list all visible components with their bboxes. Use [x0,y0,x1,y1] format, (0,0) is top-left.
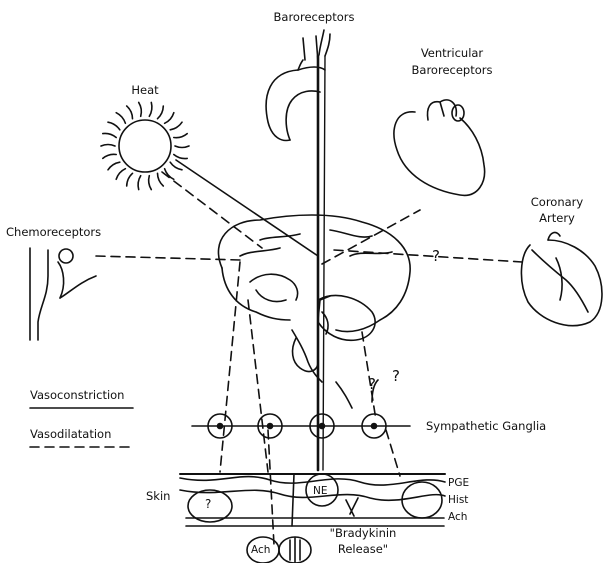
aortic-arch-drawing [266,30,330,140]
skin-label: Skin [146,489,170,503]
sun-ray [116,169,125,180]
sun-ray [103,154,116,158]
sun-ray [139,102,142,116]
sun-ray [108,122,120,130]
bradykinin-label-line2: Release" [318,542,408,556]
ventricular-heart-drawing [394,100,485,195]
ach-bottom-label: Ach [251,543,270,557]
question-mark-left: ? [368,375,376,393]
sun-ray [149,102,152,116]
brain-drawing [218,215,410,382]
hist-label: Hist [448,493,468,507]
sympathetic-ganglia-label: Sympathetic Ganglia [426,419,546,433]
sun-ray [138,176,141,190]
vasodilatation-legend: Vasodilatation [30,427,111,441]
pge-label: PGE [448,476,469,490]
sun-ray [149,176,152,190]
sun-ray [127,173,133,186]
question-mark-skin: ? [205,497,211,511]
carotid-chemoreceptor-drawing [30,248,96,340]
chemoreceptors-label: Chemoreceptors [6,225,101,239]
sun-ray [170,122,182,130]
sun-ray [101,145,115,147]
heat-label: Heat [120,83,170,97]
baroreceptors-label: Baroreceptors [252,10,376,24]
vasoconstriction-legend: Vasoconstriction [30,388,124,402]
sun-ray [116,113,125,124]
question-mark-right: ? [392,367,400,385]
sun-ray [158,173,164,186]
sun-ray [165,113,174,124]
sun-ray [127,106,133,119]
sun-ray [158,106,164,119]
sun-ray [103,133,116,137]
bradykinin-label-line1: "Bradykinin [318,526,408,540]
sun-ray [108,162,120,170]
sun-ray [175,146,189,148]
skin-layers-drawing [180,474,445,526]
coronary-label-line1: Coronary [522,195,592,209]
ne-label: NE [313,484,328,498]
coronary-label-line2: Artery [522,211,592,225]
ventricular-label-line2: Baroreceptors [392,63,512,77]
ventricular-label-line1: Ventricular [392,46,512,60]
sun-ray [174,155,187,159]
question-mark-coronary: ? [432,247,440,265]
heat-sun-drawing [101,102,189,189]
ach-right-label: Ach [448,510,467,524]
coronary-heart-drawing [521,233,602,326]
sun-ray [174,134,187,138]
vasoconstriction-paths [176,56,378,470]
